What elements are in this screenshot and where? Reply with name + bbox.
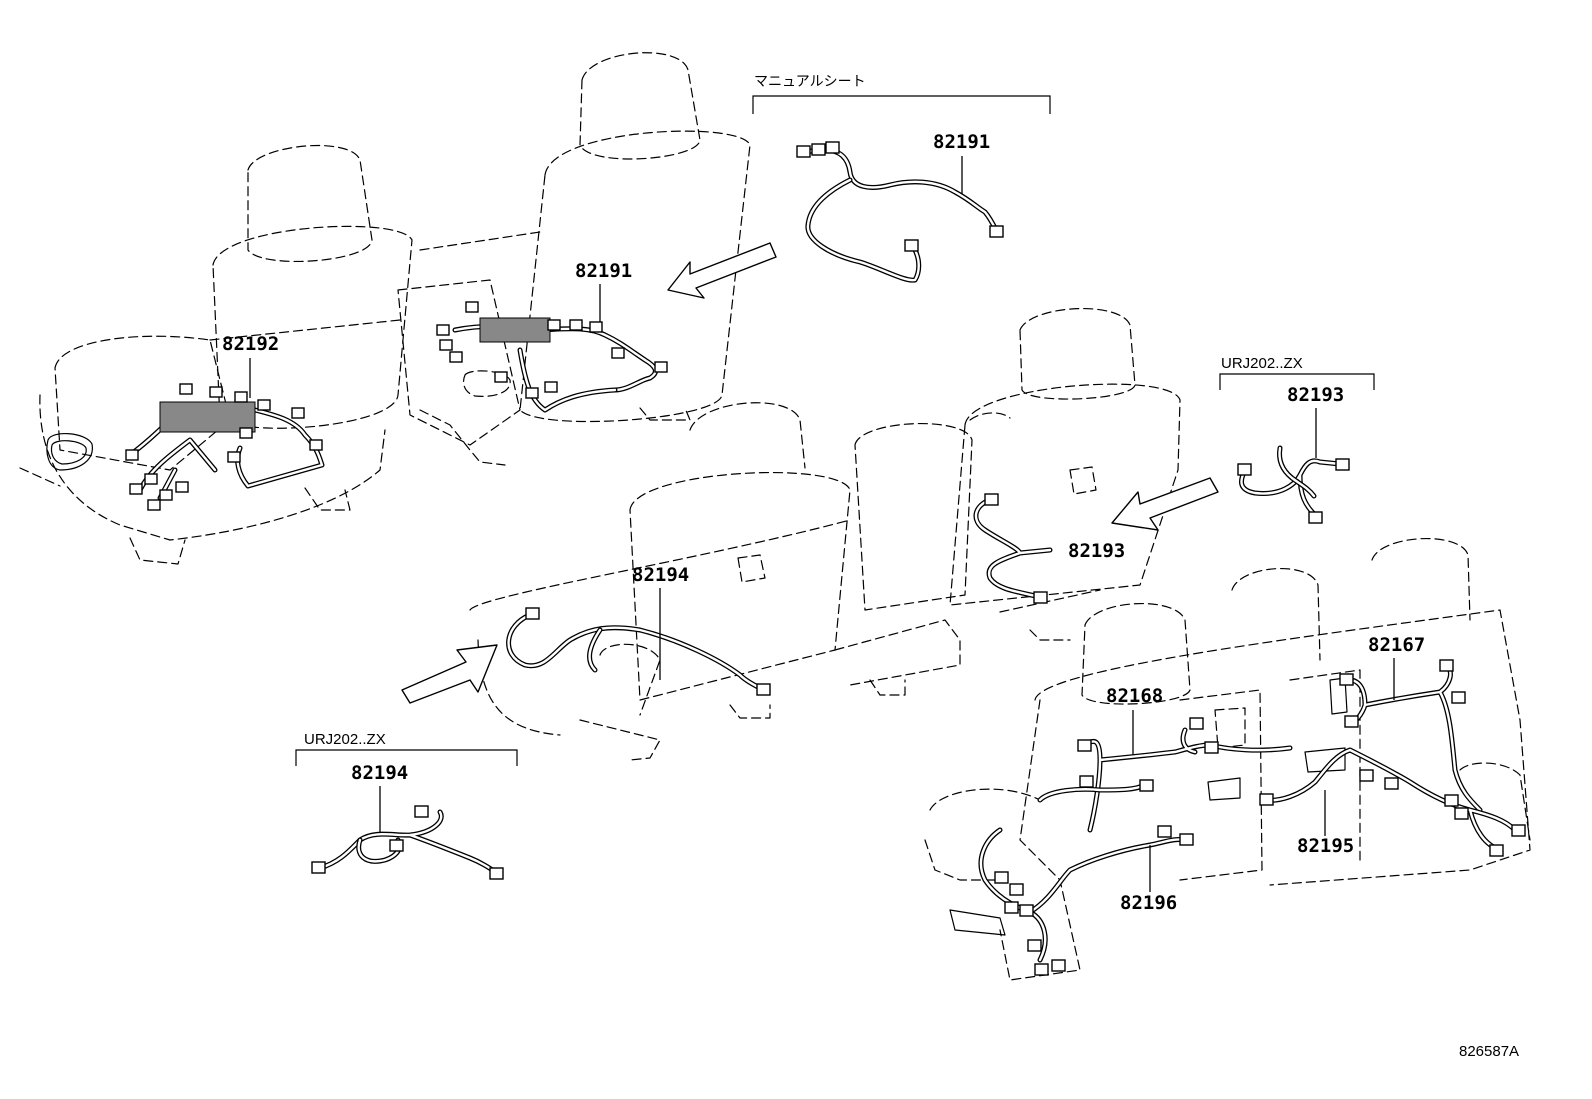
second-row-seat — [469, 308, 1181, 761]
part-82194-detail-label: 82194 — [351, 762, 408, 784]
front-right-seat — [397, 52, 751, 466]
part-82195-label: 82195 — [1297, 835, 1354, 857]
harness-82191-seat — [436, 301, 668, 413]
variant-upper-note: URJ202..ZX — [1221, 355, 1303, 372]
variant-upper-bracket — [1219, 373, 1375, 390]
part-82194-seat-label: 82194 — [632, 564, 689, 586]
harness-82196 — [978, 779, 1194, 976]
part-82167-label: 82167 — [1368, 634, 1425, 656]
part-82191-detail-label: 82191 — [933, 131, 990, 153]
variant-lower-note: URJ202..ZX — [304, 731, 386, 748]
harness-82193-seat — [973, 493, 1053, 604]
part-82196-label: 82196 — [1120, 892, 1177, 914]
part-82193-seat-label: 82193 — [1068, 540, 1125, 562]
harness-82194-seat — [506, 607, 771, 696]
part-82191-seat-label: 82191 — [575, 260, 632, 282]
harness-82195 — [1259, 747, 1526, 857]
arrow-to-82194 — [401, 644, 498, 704]
third-row-seat — [924, 538, 1531, 981]
part-82193-detail-label: 82193 — [1287, 384, 1344, 406]
harness-82191-detail — [796, 141, 1004, 283]
arrow-to-82191 — [667, 242, 777, 299]
manual-seat-bracket — [752, 95, 1051, 114]
manual-seat-note: マニュアルシート — [754, 74, 866, 90]
harness-82192 — [125, 383, 325, 511]
variant-lower-bracket — [295, 749, 518, 766]
harness-82193-detail — [1237, 445, 1350, 524]
harness-82168 — [1077, 717, 1293, 833]
part-82168-label: 82168 — [1106, 685, 1163, 707]
harness-82167 — [1339, 659, 1483, 813]
harness-82194-detail — [311, 805, 504, 880]
part-82192-label: 82192 — [222, 333, 279, 355]
reference-code: 826587A — [1459, 1043, 1519, 1060]
front-left-seat — [19, 144, 413, 565]
arrow-to-82193 — [1111, 477, 1219, 531]
